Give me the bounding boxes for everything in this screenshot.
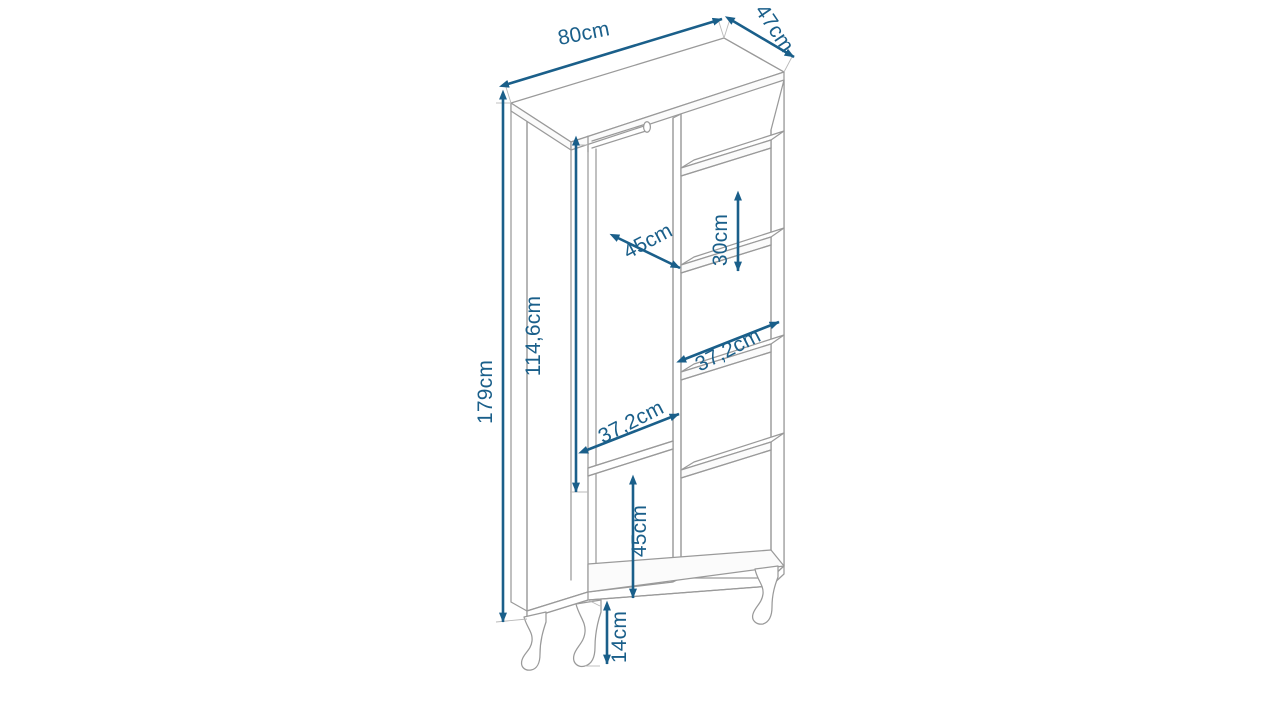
left-column-shelf — [587, 440, 674, 477]
dimension-label-width: 80cm — [556, 17, 612, 50]
shelf-2 — [680, 227, 785, 274]
dimension-label-depth: 47cm — [750, 0, 798, 56]
right-column-shelves — [680, 130, 785, 479]
dimension-bottom-compartment: 45cm — [628, 474, 651, 599]
dimension-leg-height: 14cm — [585, 599, 631, 667]
bottom-panel — [526, 549, 785, 620]
shelf-1 — [680, 130, 785, 177]
leg-center — [572, 599, 602, 668]
cabriole-legs — [520, 565, 779, 671]
dimension-label-bottom-compartment: 45cm — [628, 505, 651, 557]
dimension-label-total-height: 179cm — [474, 360, 497, 424]
dimension-label-leg-height: 14cm — [608, 611, 631, 663]
dimension-rod-depth: 45cm — [609, 219, 681, 270]
dimension-label-shelf-gap: 30cm — [709, 214, 732, 266]
hanging-rod — [587, 121, 652, 153]
shelf-4 — [680, 432, 785, 479]
dimension-left-compartment: 37,2cm — [578, 396, 680, 454]
right-side-panel — [770, 79, 785, 579]
center-divider-panel — [672, 113, 682, 583]
leg-right — [751, 565, 779, 625]
dimension-interior-height: 114,6cm — [522, 135, 588, 493]
leg-left — [520, 611, 547, 671]
dimension-label-rod-depth: 45cm — [620, 219, 677, 264]
dimension-shelf-gap: 30cm — [709, 190, 742, 272]
left-column-front-edge — [587, 144, 597, 597]
top-panel — [510, 37, 785, 151]
dimension-total-height: 179cm — [474, 89, 528, 623]
dimension-label-interior-height: 114,6cm — [522, 296, 545, 376]
